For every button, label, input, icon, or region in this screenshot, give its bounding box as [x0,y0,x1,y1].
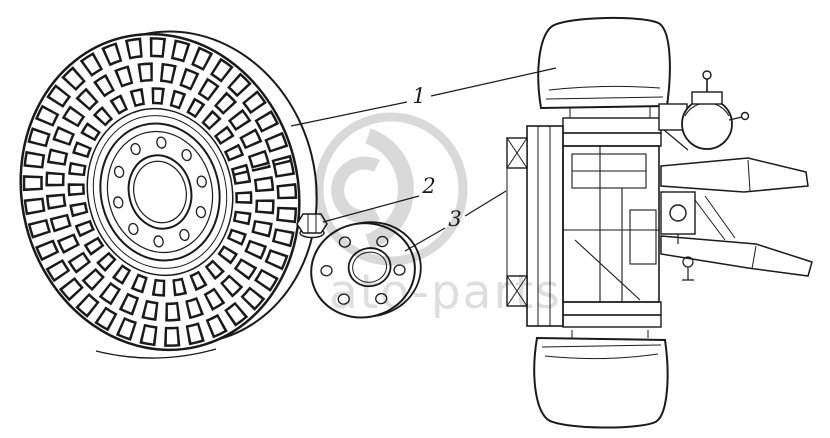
lower-arm-joint-line [751,245,757,270]
tire-tread-inner-ring [67,87,253,297]
brake-drum-lines [537,126,551,326]
hub-center-bore-inner [133,160,187,224]
hub-center-bore [127,154,193,230]
callout-label-1: 1 [412,84,425,108]
watermark-logo-d-arc [365,128,414,250]
wheel-nut [296,213,328,239]
tire-rim-connectors [569,106,651,338]
tire-bottom-section [533,336,669,429]
bearing-top [506,137,528,169]
callout-3-leader-left [404,227,446,252]
rim-rings-top [562,117,662,147]
bearing-bottom [506,275,528,307]
hub-block-details [563,146,659,302]
tire-sidewall-inner-line [92,115,228,269]
tire-tread-middle-ring [45,62,275,322]
nut-facet-lines [307,214,317,233]
tire-top-section-detail [545,85,664,100]
chamber-strut [663,129,689,151]
hub-main-block [562,145,660,303]
front-wheel-view [19,30,318,352]
rim-rings-bottom [562,301,662,328]
ground-shadow-line [95,348,217,359]
upper-arm-joint-line [747,159,751,192]
callout-1-leader-right [430,67,557,97]
wheel-rim-inner-line [106,130,214,254]
callout-label-2: 2 [421,174,435,198]
tire-top-section [537,16,671,110]
callout-1-leader-left [290,101,408,127]
brake-drum-plate [526,125,564,327]
rim-bolt-holes [113,136,207,248]
grease-fitting [682,256,694,281]
tire-tread-outer-ring [22,37,298,347]
lower-knuckle-arm [660,235,813,277]
watermark-text: ato-parts [329,265,562,320]
knuckle-body [660,191,736,244]
side-assembly-view [506,16,813,429]
tire-bottom-section-detail [541,344,662,360]
watermark: ato-parts [314,112,562,320]
watermark-logo-ring [314,112,468,266]
upper-knuckle-arm [660,157,809,193]
brake-chamber [681,70,750,150]
watermark-logo-c-arc [331,156,380,224]
callout-3-leader-right [464,190,507,217]
